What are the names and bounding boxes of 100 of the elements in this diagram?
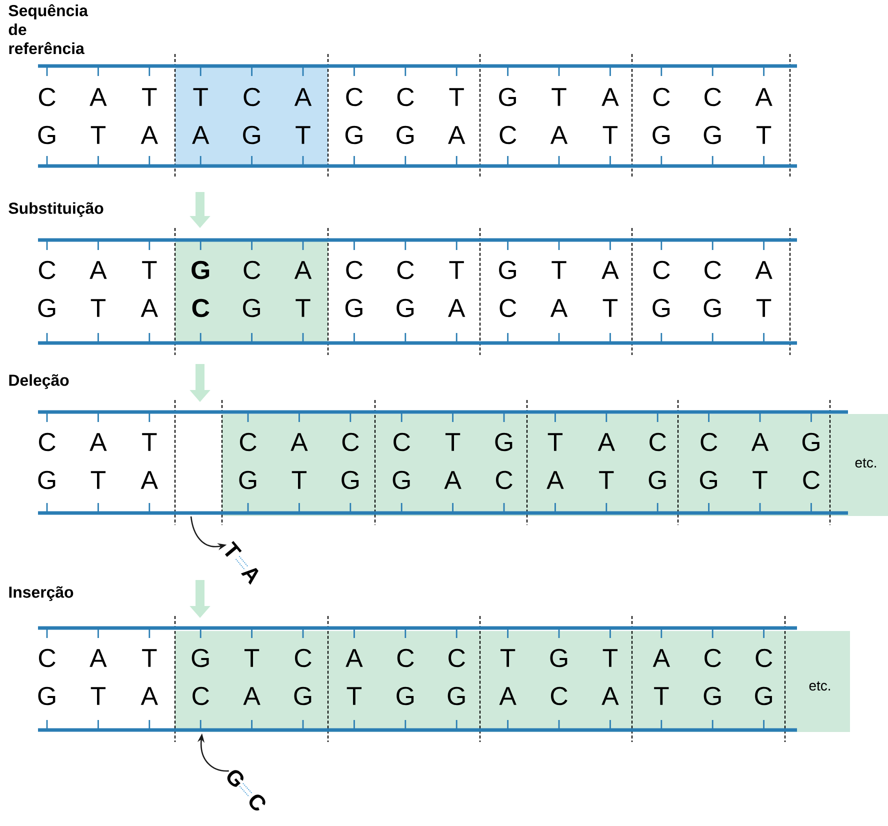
base-letter: G: [392, 470, 410, 490]
base-letter: T: [90, 471, 106, 489]
base-letter: A: [550, 126, 568, 144]
base-letter: G: [448, 686, 465, 706]
base-letter: T: [90, 126, 106, 144]
base-letter: T: [90, 687, 106, 705]
base-letter: C: [240, 432, 256, 452]
base-letter: C: [653, 88, 670, 106]
base-letter: C: [704, 260, 721, 280]
base-letter: G: [499, 88, 516, 106]
base-letter: C: [294, 648, 312, 668]
base-letter: A: [346, 649, 363, 667]
panel-heading: Deleção: [9, 374, 69, 390]
base-letter: A: [602, 88, 619, 106]
base-letter: C: [500, 126, 516, 144]
base-letter: G: [38, 126, 56, 144]
base-letter: C: [496, 470, 512, 490]
base-letter: C: [346, 260, 363, 280]
base-letter: C: [38, 432, 56, 452]
base-letter: T: [142, 88, 157, 106]
base-letter: C: [397, 648, 414, 668]
base-letter: T: [292, 471, 307, 489]
base-letter: T: [752, 471, 768, 489]
base-letter: T: [500, 649, 516, 667]
base-letter: C: [244, 88, 260, 106]
base-letter: T: [142, 649, 157, 667]
base-letter: T: [599, 471, 614, 489]
base-letter: C: [192, 298, 210, 318]
base-letter: A: [448, 299, 466, 317]
base-letter: C: [342, 432, 359, 452]
base-letter: C: [394, 432, 410, 452]
base-letter: T: [654, 687, 669, 705]
base-letter: G: [704, 126, 721, 144]
base-letter: T: [346, 687, 362, 705]
base-letter: T: [449, 261, 464, 279]
base-letter: T: [756, 126, 772, 144]
base-letter: A: [448, 126, 466, 144]
base-letter: G: [652, 298, 670, 318]
base-letter: A: [751, 433, 769, 451]
base-letter: A: [140, 471, 158, 489]
base-letter: A: [192, 126, 210, 144]
base-letter: G: [495, 432, 512, 452]
base-letter: T: [602, 649, 618, 667]
base-letter: T: [296, 126, 310, 144]
base-letter: A: [550, 299, 568, 317]
base-pair: T A: [224, 541, 258, 585]
base-pair: G C: [227, 770, 266, 810]
base-letter: C: [704, 88, 721, 106]
base-letter: A: [90, 261, 107, 279]
base-letter: A: [652, 649, 670, 667]
base-letter: A: [90, 433, 107, 451]
base-letter: A: [602, 261, 619, 279]
base-letter: A: [546, 471, 564, 489]
base-letter: C: [397, 260, 414, 280]
base-letter: T: [552, 88, 566, 106]
base-letter: G: [700, 470, 717, 490]
base-letter: G: [802, 432, 820, 452]
base-letter: C: [346, 88, 363, 106]
base-letter: G: [396, 686, 414, 706]
base-letter: C: [38, 88, 56, 106]
base-letter: C: [650, 432, 666, 452]
base-letter: C: [704, 648, 721, 668]
base-letter: C: [803, 470, 820, 490]
base-letter: C: [38, 260, 56, 280]
base-letter: G: [652, 126, 670, 144]
base-letter: A: [499, 687, 516, 705]
base-letter: A: [444, 471, 462, 489]
base-letter: A: [602, 687, 619, 705]
base-letter: T: [193, 88, 208, 106]
base-letter: G: [239, 470, 256, 490]
base-letter: G: [755, 686, 772, 706]
base-letter: A: [294, 261, 312, 279]
base-letter: G: [550, 648, 568, 668]
base-letter: A: [290, 433, 308, 451]
base-letter: G: [243, 298, 260, 318]
base-letter: A: [90, 649, 107, 667]
base-letter: T: [142, 261, 157, 279]
base-letter: T: [548, 433, 563, 451]
base-letter: G: [243, 126, 260, 144]
base-letter: C: [756, 648, 772, 668]
base-letter: T: [552, 261, 566, 279]
base-letter: A: [140, 299, 158, 317]
base-letter: A: [140, 687, 158, 705]
base-letter: C: [653, 260, 670, 280]
base-letter: C: [244, 260, 260, 280]
base-letter: C: [550, 686, 568, 706]
panel-heading: Sequência de referência: [8, 4, 88, 54]
base-letter: C: [397, 88, 414, 106]
base-letter: C: [500, 298, 516, 318]
base-letter: G: [499, 260, 516, 280]
base-letter: A: [755, 261, 772, 279]
base-letter: G: [704, 298, 721, 318]
base-letter: T: [90, 299, 106, 317]
base-letter: T: [756, 299, 772, 317]
base-letter: G: [342, 470, 359, 490]
base-letter: G: [648, 470, 666, 490]
base-letter: A: [294, 88, 312, 106]
base-letter: G: [396, 298, 414, 318]
base-letter: T: [244, 649, 260, 667]
base-letter: G: [192, 648, 209, 668]
